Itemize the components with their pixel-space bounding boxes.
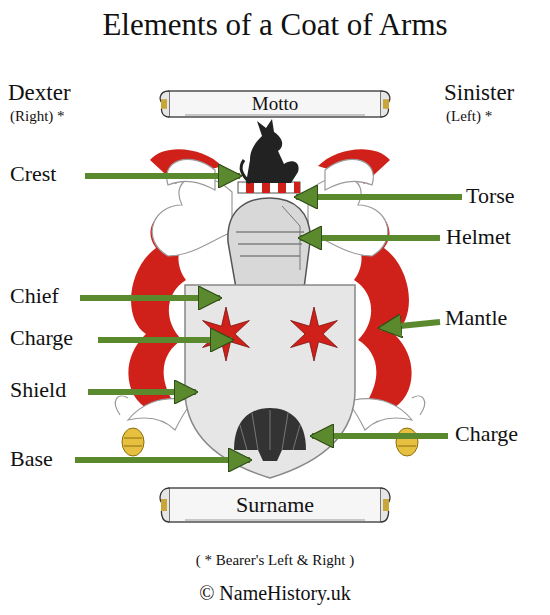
side-label: Dexter	[8, 80, 71, 105]
leader-arrows	[75, 176, 462, 460]
banner-text: Surname	[155, 492, 395, 518]
scroll-banner: Motto	[155, 88, 395, 120]
copyright-text: © NameHistory.uk	[0, 582, 550, 604]
part-label: Shield	[10, 378, 66, 402]
footnote-caption: ( * Bearer's Left & Right )	[0, 552, 550, 569]
part-label: Torse	[466, 184, 515, 208]
banner-text: Motto	[155, 93, 395, 115]
side-label: Sinister	[444, 80, 514, 105]
part-label: Crest	[10, 162, 56, 186]
part-label: Chief	[10, 284, 59, 308]
part-label: Mantle	[445, 306, 507, 330]
side-note: (Left) *	[446, 108, 492, 125]
part-label: Charge	[455, 422, 518, 446]
part-label: Helmet	[446, 225, 511, 249]
side-note: (Right) *	[10, 108, 65, 125]
diagram-title: Elements of a Coat of Arms	[0, 8, 550, 42]
scroll-banner: Surname	[155, 485, 395, 525]
part-label: Base	[10, 447, 53, 471]
part-label: Charge	[10, 326, 73, 350]
